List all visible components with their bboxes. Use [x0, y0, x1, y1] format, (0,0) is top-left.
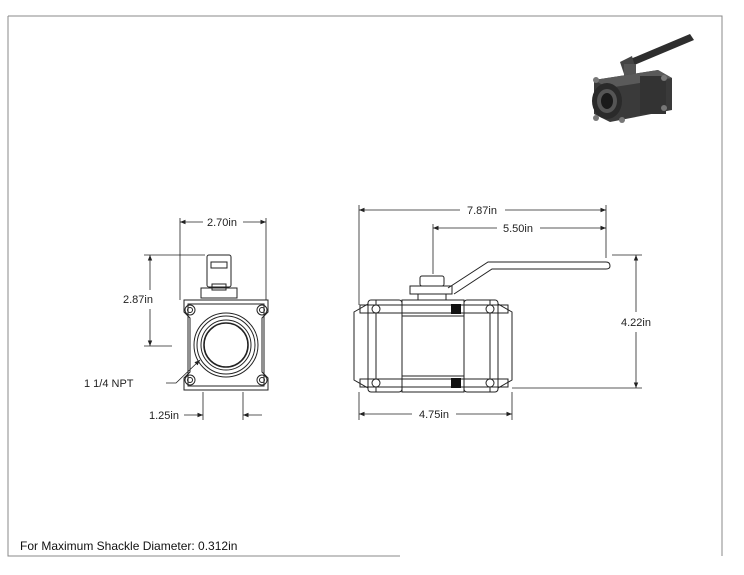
valve-3d-thumbnail	[592, 34, 694, 123]
shackle-diameter-note: For Maximum Shackle Diameter: 0.312in	[20, 539, 238, 553]
side-body-length-label: 4.75in	[419, 409, 449, 421]
side-overall-length-label: 7.87in	[467, 205, 497, 217]
front-offset-label: 1.25in	[149, 410, 179, 422]
side-body-length-dimension	[358, 392, 513, 420]
side-bolt-nuts	[451, 304, 461, 388]
valve-front-view	[183, 254, 269, 391]
side-bolt-heads	[371, 304, 495, 388]
handle-length-dimension	[432, 224, 606, 274]
front-height-dimension	[144, 254, 205, 347]
handle-length-label: 5.50in	[503, 223, 533, 235]
side-overall-length-dimension	[358, 205, 607, 305]
side-height-label: 4.22in	[621, 317, 651, 329]
valve-side-view	[353, 261, 611, 393]
front-width-dimension	[179, 218, 267, 300]
front-offset-dimension	[184, 392, 262, 420]
thread-callout-label: 1 1/4 NPT	[84, 378, 134, 390]
thread-callout-leader	[166, 359, 201, 384]
front-width-label: 2.70in	[207, 217, 237, 229]
front-height-label: 2.87in	[123, 294, 153, 306]
side-height-dimension	[512, 254, 642, 389]
drawing-frame	[7, 15, 723, 557]
